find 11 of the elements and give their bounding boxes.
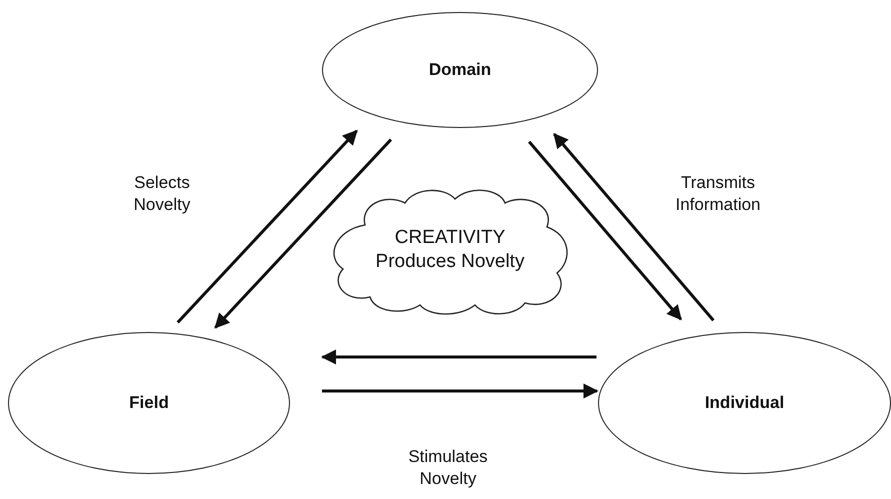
arrow: [553, 133, 715, 322]
arrow: [214, 138, 392, 329]
node-label: Field: [129, 393, 169, 413]
cloud-text: CREATIVITY: [394, 226, 506, 250]
node-label: Domain: [428, 60, 492, 80]
arrow: [176, 130, 358, 324]
cloud-text: Produces Novelty: [376, 250, 524, 274]
arrow: [322, 384, 598, 398]
arrow: [528, 140, 682, 320]
arrow: [321, 350, 596, 364]
node-label: Individual: [704, 393, 784, 413]
